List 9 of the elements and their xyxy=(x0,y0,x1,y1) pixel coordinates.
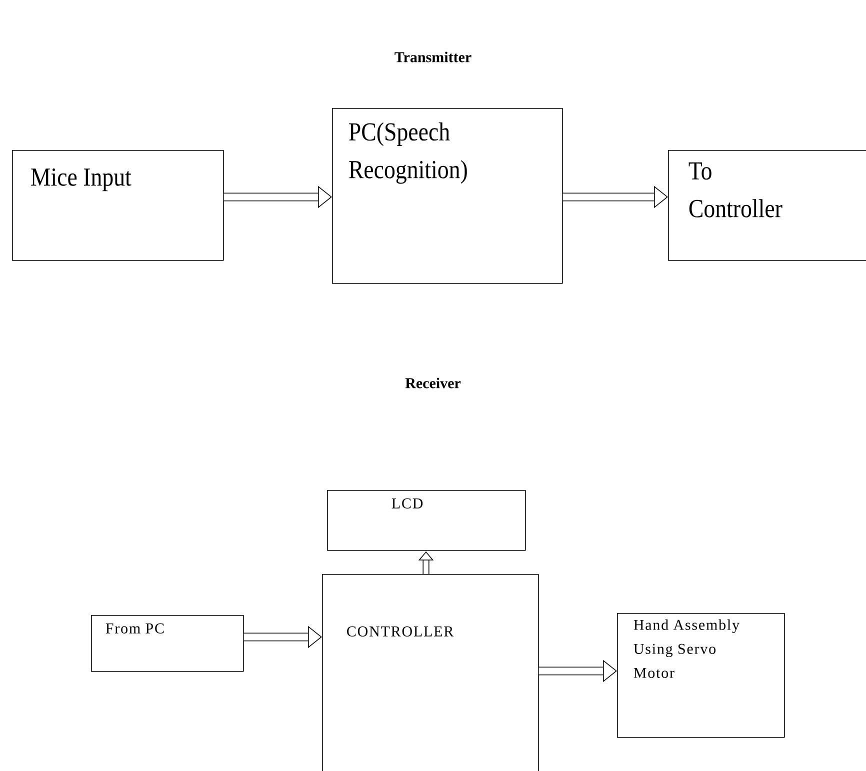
process-box: LCD xyxy=(327,490,526,551)
process-box: CONTROLLER xyxy=(322,574,539,771)
process-box: From PC xyxy=(91,615,244,672)
process-box: PC(Speech Recognition) xyxy=(332,108,563,284)
heading: Transmitter xyxy=(394,52,472,62)
heading: Receiver xyxy=(405,378,461,388)
process-box: Mice Input xyxy=(12,150,224,261)
process-box: To Controller xyxy=(668,150,866,261)
process-box: Hand Assembly Using Servo Motor xyxy=(617,613,785,738)
